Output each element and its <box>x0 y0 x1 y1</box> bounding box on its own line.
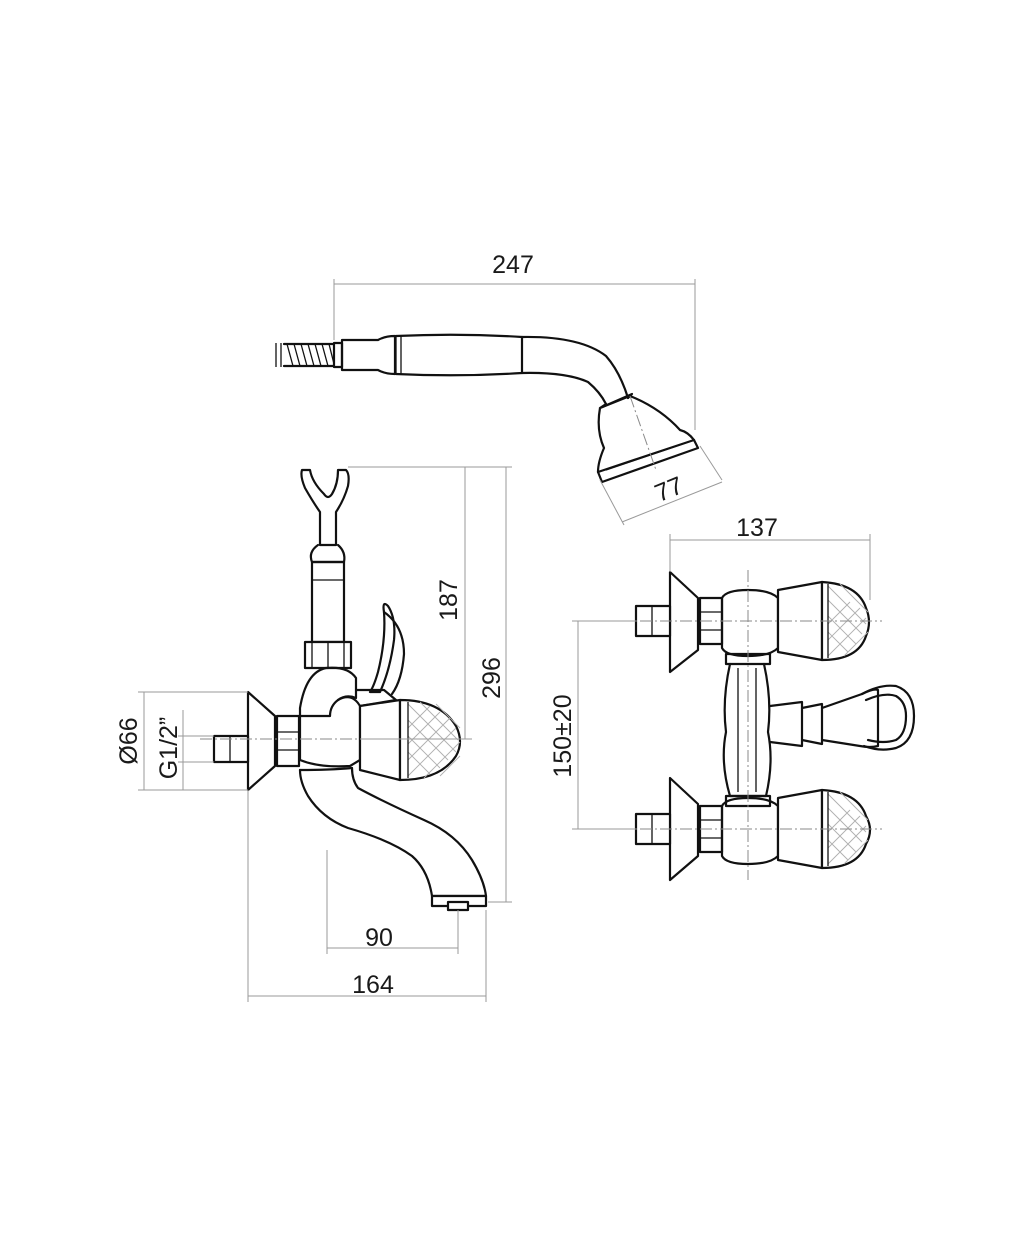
shower-hook <box>300 468 350 644</box>
hand-shower-view: 247 77 <box>275 251 723 526</box>
shower-handle <box>332 333 630 406</box>
dimension-296: 296 <box>350 466 512 903</box>
side-view: 187 296 Ø66 G1/2” 90 <box>115 466 512 1002</box>
dimension-label-77: 77 <box>651 471 687 507</box>
dimension-label-296: 296 <box>478 657 506 699</box>
dimension-label-diameter: Ø66 <box>115 717 143 764</box>
dimension-187: 187 <box>348 466 472 740</box>
dimension-137: 137 <box>669 514 871 600</box>
dimension-thread: G1/2” <box>155 710 214 790</box>
dimension-label-90: 90 <box>365 924 393 952</box>
dimension-164: 164 <box>247 790 487 1002</box>
dimension-label-137: 137 <box>736 514 778 542</box>
dimension-247: 247 <box>333 251 696 430</box>
mixer-column <box>722 652 916 808</box>
diverter-lever <box>368 602 406 696</box>
dimension-label-thread: G1/2” <box>155 717 183 780</box>
front-view: 137 150±20 <box>549 514 916 882</box>
dimension-label-247: 247 <box>492 251 534 279</box>
dimension-66: Ø66 <box>115 691 248 791</box>
dimension-label-centers: 150±20 <box>549 694 577 777</box>
hex-nut-top <box>303 640 353 670</box>
dimension-77: 77 <box>599 445 723 526</box>
hose-spring <box>275 342 336 368</box>
mixer-body <box>200 666 466 782</box>
dimension-label-164: 164 <box>352 971 394 999</box>
wall-flange <box>212 690 301 792</box>
upper-valve <box>634 570 871 674</box>
spout <box>298 766 488 912</box>
dimension-90: 90 <box>326 850 459 954</box>
shower-head <box>596 392 700 484</box>
dimension-150: 150±20 <box>549 620 636 830</box>
dimension-label-187: 187 <box>435 579 463 621</box>
